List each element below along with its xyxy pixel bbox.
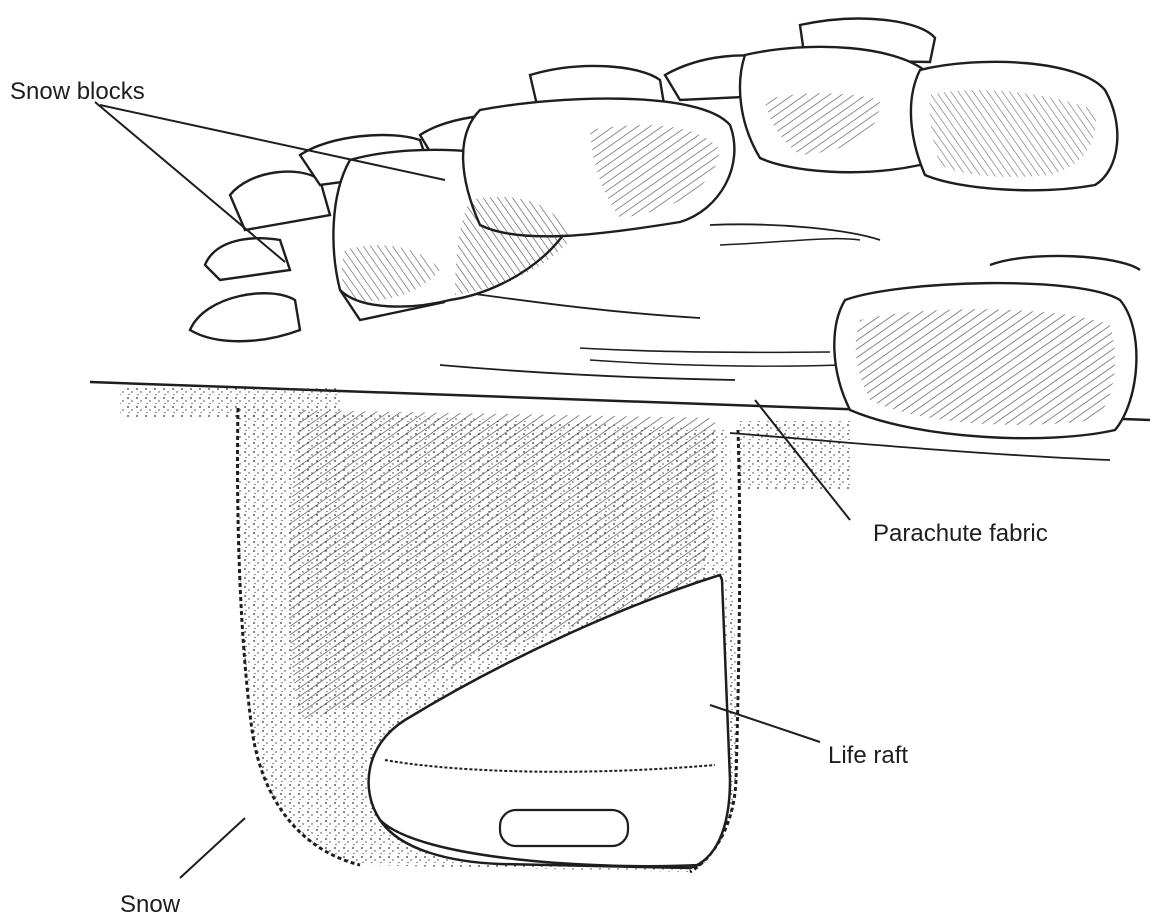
leader-snow [180,818,245,878]
label-snow-blocks: Snow blocks [10,80,145,104]
label-life-raft: Life raft [828,744,908,768]
label-snow: Snow [120,893,180,917]
label-parachute-fabric: Parachute fabric [873,522,1048,546]
